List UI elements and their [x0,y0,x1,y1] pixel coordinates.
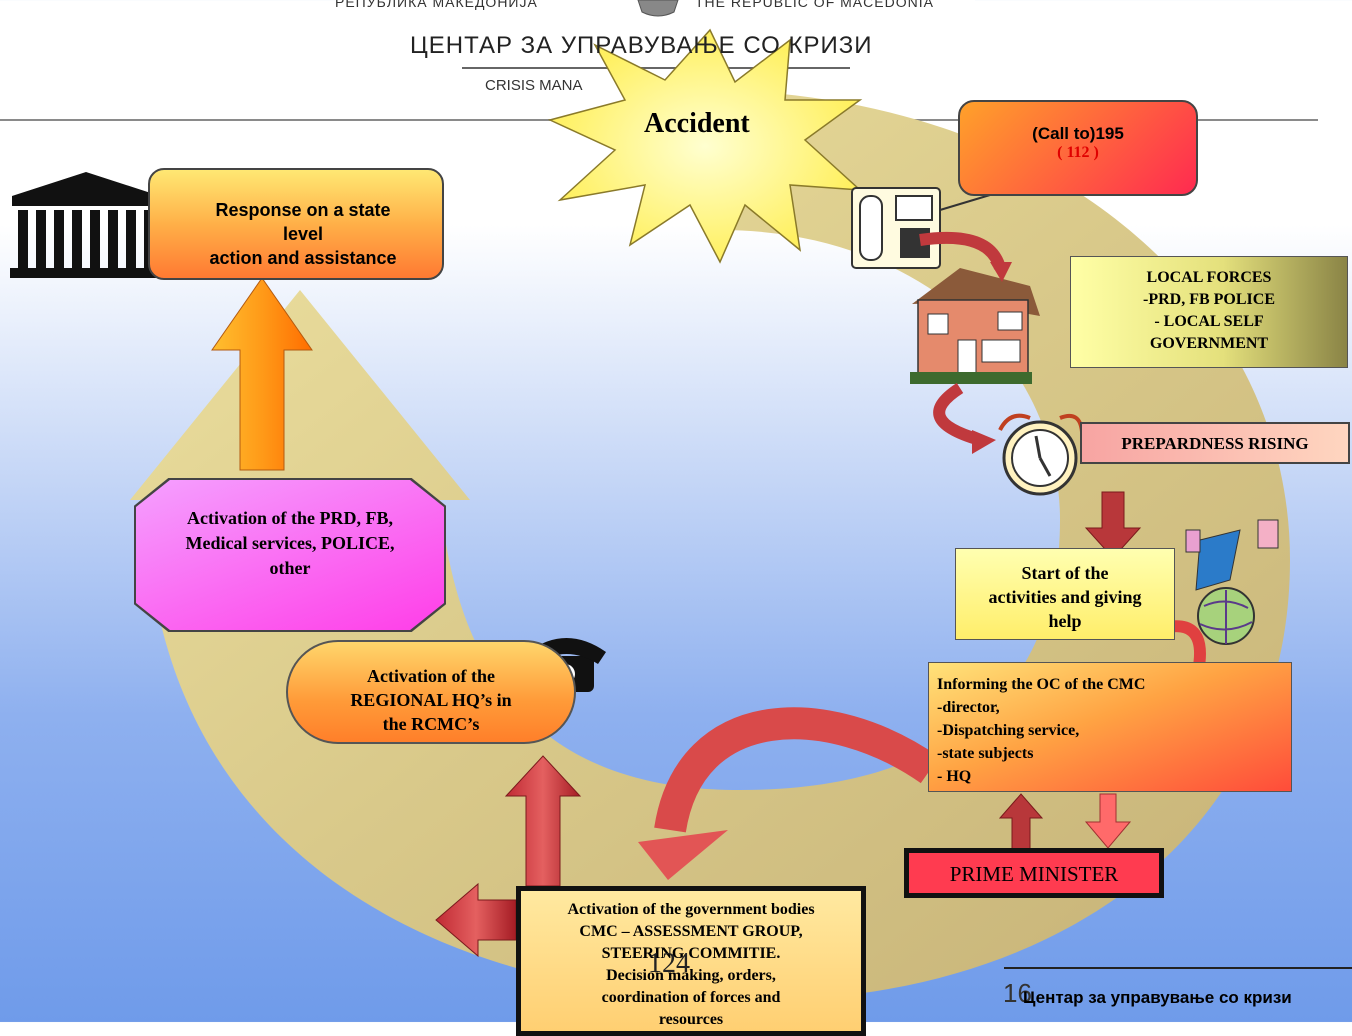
local-line: LOCAL FORCES [1146,269,1272,286]
inform-line: -director, [937,699,1000,716]
inform-line: Informing the OC of the CMC [937,676,1146,693]
republic-en: THE REPUBLIC OF MACEDONIA [695,0,934,10]
big-curved-arrow [654,707,940,833]
gov-line: STEERING COMMITIE. [601,945,781,962]
overlay-number: 124 [648,948,690,979]
gov-line: Decision making, orders, [606,967,776,984]
up-arrow-state [211,277,313,471]
call-line2: ( 112 ) [1057,144,1099,161]
gov-line: coordination of forces and [601,989,781,1006]
curved-arrow-to-clock [933,382,982,446]
republic-mk: РЕПУБЛИКА МАКЕДОНИЈА [335,0,538,10]
pm-down-arrow [1084,793,1132,849]
down-arrow-start [1084,491,1142,559]
curved-arrow-to-house [919,231,1006,270]
inform-line: - HQ [937,768,972,785]
state-response-box: Response on a state level action and ass… [148,168,444,280]
state-line: Response on a state [215,200,391,220]
inform-line: -Dispatching service, [937,722,1080,739]
start-line: help [1048,611,1082,631]
call-box: (Call to)195 ( 112 ) [958,100,1198,196]
footer-text: Центар за управување со кризи [1023,988,1292,1007]
header-republic: РЕПУБЛИКА МАКЕДОНИЈА THE REPUBLIC OF MAC… [335,0,975,18]
header-title: ЦЕНТАР ЗА УПРАВУВАЊЕ СО КРИЗИ [410,32,873,59]
local-line: GOVERNMENT [1149,335,1269,352]
state-line: action and assistance [209,248,397,268]
up-arrow-regional [504,755,582,887]
accident-label: Accident [644,108,750,139]
regional-line: Activation of the [367,666,495,686]
preparedness-box: PREPARDNESS RISING [1080,422,1350,464]
gov-line: Activation of the government bodies [567,901,815,918]
start-activities-box: Start of the activities and giving help [955,548,1175,640]
coat-of-arms-icon [637,0,679,17]
local-line: -PRD, FB POLICE [1143,291,1275,308]
regional-hq-box: Activation of the REGIONAL HQ’s in the R… [286,640,576,744]
activation-services-box: Activation of the PRD, FB, Medical servi… [136,480,444,630]
call-line1: (Call to)195 [1032,124,1124,143]
gov-line: resources [658,1011,724,1028]
telephone-icon [851,187,941,269]
regional-line: REGIONAL HQ’s in [350,690,512,710]
left-arrow [435,882,517,958]
activation-line: other [269,558,311,578]
accident-starburst [547,28,863,264]
prime-minister-box: PRIME MINISTER [904,848,1164,898]
regional-line: the RCMC’s [382,714,480,734]
inform-line: -state subjects [937,745,1034,762]
local-line: - LOCAL SELF [1154,313,1264,330]
globe-person-icon [1185,519,1279,645]
start-line: Start of the [1021,563,1109,583]
informing-box: Informing the OC of the CMC -director, -… [928,662,1292,792]
start-line: activities and giving [988,587,1142,607]
header-subtitle: CRISIS MANA [485,77,583,94]
local-forces-box: LOCAL FORCES -PRD, FB POLICE - LOCAL SEL… [1070,256,1348,368]
activation-line: Activation of the PRD, FB, [187,508,393,528]
government-building-icon [10,172,162,278]
house-icon [910,268,1040,384]
footer-rule [1004,967,1352,969]
government-bodies-box: Activation of the government bodies CMC … [516,886,866,1036]
activation-line: Medical services, POLICE, [185,533,395,553]
state-line: level [282,224,324,244]
gov-line: CMC – ASSESSMENT GROUP, [579,923,803,940]
page-number: 16 [1003,978,1032,1008]
